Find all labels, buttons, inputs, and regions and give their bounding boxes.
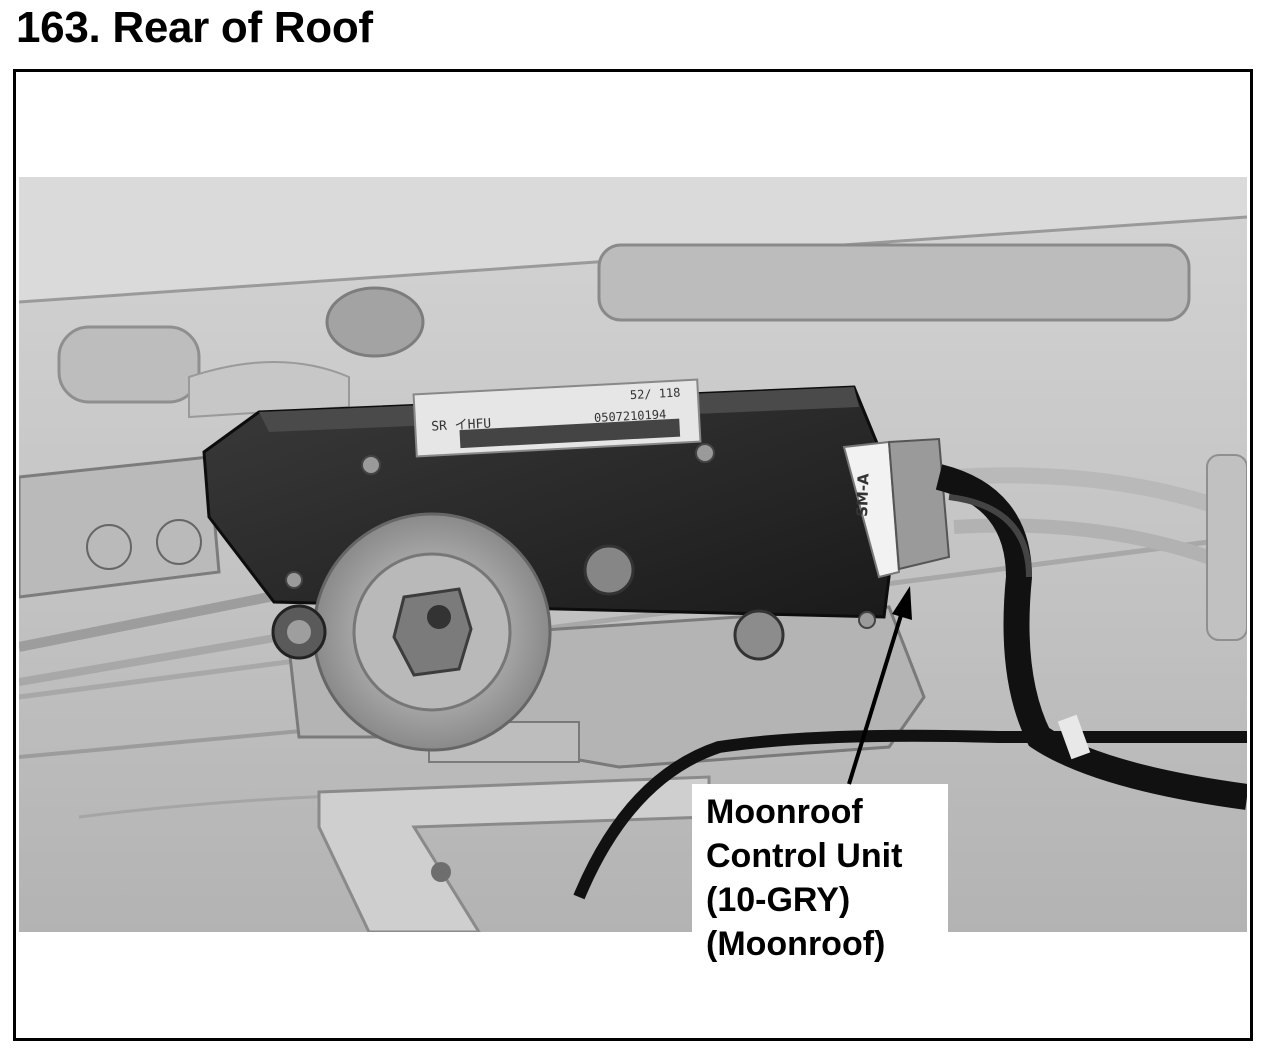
module-label-line-2: 0507210194 <box>594 407 667 425</box>
roof-photo: SR イHFU 0507210194 52/ 118 SM-A <box>19 177 1247 932</box>
figure-frame: SR イHFU 0507210194 52/ 118 SM-A <box>13 69 1253 1041</box>
module-label: SR イHFU 0507210194 52/ 118 <box>412 378 702 458</box>
module-label-line-1: SR イHFU <box>431 416 492 434</box>
callout-moonroof-control-unit: Moonroof Control Unit (10-GRY) (Moonroof… <box>706 790 902 966</box>
callout-line-1: Moonroof <box>706 793 863 831</box>
page-title: 163. Rear of Roof <box>16 3 373 52</box>
connector-10-gry: SM-A <box>842 437 951 579</box>
module-label-line-3: 52/ 118 <box>630 386 681 403</box>
callout-line-4: (Moonroof) <box>706 925 886 963</box>
callout-box <box>692 784 948 1034</box>
callout-line-2: Control Unit <box>706 837 903 875</box>
connector-tag: SM-A <box>853 473 873 518</box>
callout-line-3: (10-GRY) <box>706 881 851 919</box>
